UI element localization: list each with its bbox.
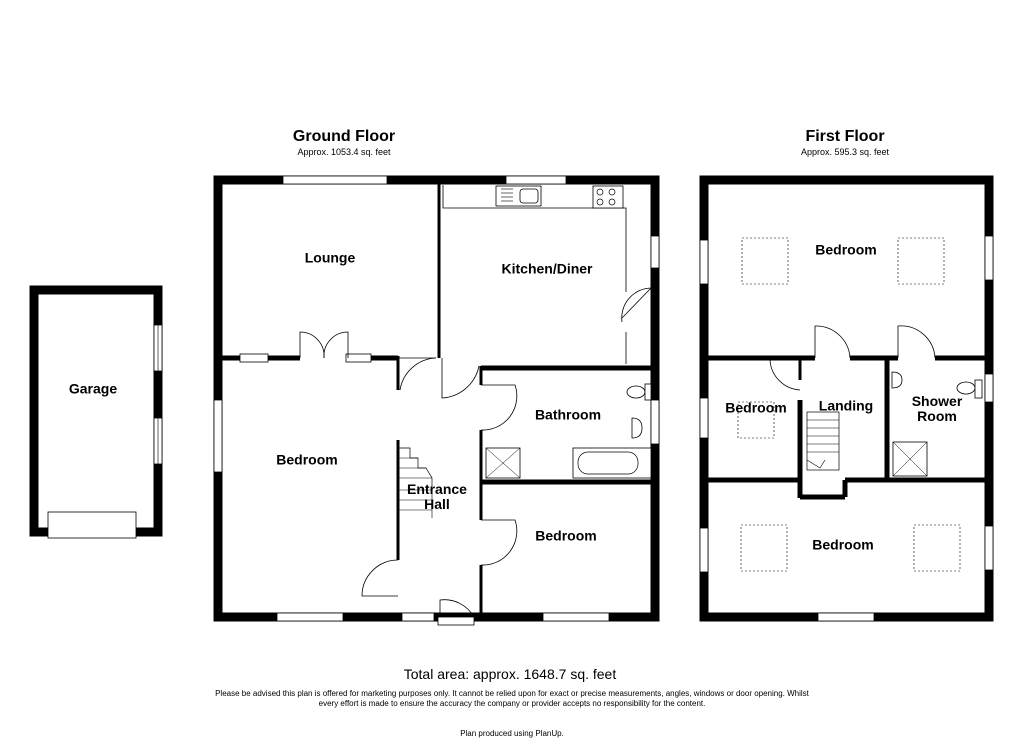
first-floor-title: First Floor (805, 128, 885, 145)
ground-floor-title: Ground Floor (292, 128, 396, 145)
room-label-bedroom-first-small: Bedroom (725, 399, 787, 416)
room-label-entrance-hall: Entrance Hall (407, 481, 467, 512)
ground-floor-walls (213, 175, 660, 622)
plan-credit: Plan produced using PlanUp. (460, 729, 564, 738)
disclaimer-line-2: every effort is made to ensure the accur… (318, 699, 706, 708)
garage-outline (29, 285, 163, 539)
first-floor-area: Approx. 595.3 sq. feet (800, 147, 890, 157)
room-label-garage: Garage (68, 380, 118, 397)
room-label-bedroom-first-bottom: Bedroom (812, 536, 874, 553)
disclaimer-line-1: Please be advised this plan is offered f… (215, 689, 809, 698)
room-label-landing: Landing (818, 397, 874, 414)
total-area: Total area: approx. 1648.7 sq. feet (403, 666, 617, 682)
first-floor-windows (699, 235, 994, 622)
room-label-shower-room: Shower Room (911, 393, 963, 424)
room-label-bedroom-ground-2: Bedroom (535, 527, 597, 544)
room-label-bedroom-ground-1: Bedroom (276, 451, 338, 468)
ground-floor-doors (299, 287, 652, 626)
ground-floor-area: Approx. 1053.4 sq. feet (297, 147, 391, 157)
ground-floor-windows (213, 175, 660, 622)
room-label-bedroom-first-top: Bedroom (815, 241, 877, 258)
room-label-lounge: Lounge (304, 249, 356, 266)
room-label-bathroom: Bathroom (534, 406, 602, 423)
first-floor-doors (769, 325, 936, 391)
room-label-kitchen-diner: Kitchen/Diner (501, 260, 593, 277)
